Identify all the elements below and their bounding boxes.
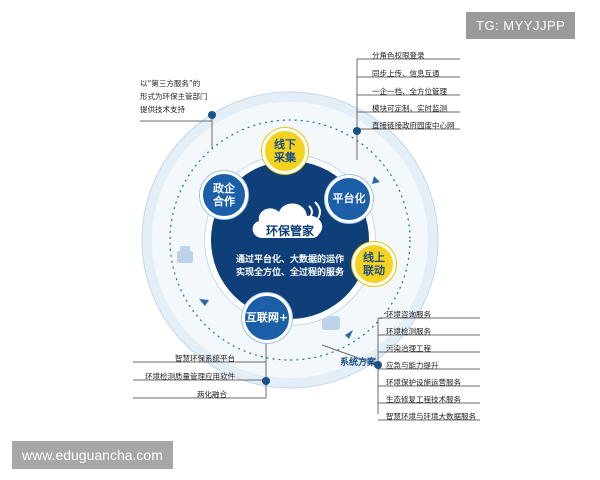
bullet-bottom-right bbox=[374, 361, 382, 369]
service-item: 智慧环境与环境大数据服务 bbox=[386, 412, 476, 421]
service-item: 环境检测服务 bbox=[386, 327, 431, 336]
platform-item: 智慧环保系统平台 bbox=[175, 354, 235, 363]
callout-top-left-1: 以“第三方服务”的 bbox=[140, 79, 201, 88]
feature-item: 分角色权限登录 bbox=[372, 51, 425, 60]
feature-item: 模块可定制、实时监测 bbox=[372, 104, 447, 113]
platform-item: 两化融合 bbox=[197, 390, 227, 399]
node-platform: 平台化 bbox=[325, 175, 373, 223]
feature-item: 同步上传、信息互通 bbox=[372, 69, 440, 78]
feature-item: 一企一档、全方位管理 bbox=[372, 87, 447, 96]
cloud-icon bbox=[252, 201, 323, 238]
bullet-top-left bbox=[208, 111, 216, 119]
feature-item: 直接链接政府园废中心网 bbox=[372, 121, 455, 130]
node-online-linkage: 线上 联动 bbox=[352, 242, 396, 286]
bullet-bottom-left bbox=[262, 377, 270, 385]
system-label: 系统方案 bbox=[340, 358, 377, 368]
node-offline-collection: 线下 采集 bbox=[262, 128, 308, 174]
watermark-website: www.eduguancha.com bbox=[12, 441, 173, 469]
center-line-1: 通过平台化、大数据的运作 bbox=[235, 255, 344, 265]
center-line-2: 实现全方位、全过程的服务 bbox=[235, 268, 344, 278]
callout-top-left-2: 形式为环保主管部门 bbox=[140, 92, 208, 101]
node-gov-enterprise: 政企 合作 bbox=[200, 171, 248, 219]
service-item: 应急与能力提升 bbox=[386, 361, 439, 370]
watermark-tag: TG: MYYJJPP bbox=[466, 12, 576, 39]
bullet-top-right bbox=[353, 127, 361, 135]
platform-item: 环境检测质量管理应用软件 bbox=[145, 372, 235, 381]
service-item: 环境咨询服务 bbox=[386, 310, 431, 319]
center-title: 环保管家 bbox=[265, 224, 314, 238]
service-item: 环境保护设施运营服务 bbox=[386, 378, 461, 387]
callout-top-left-3: 提供技术支持 bbox=[140, 105, 185, 114]
service-item: 生态修复工程技术服务 bbox=[386, 395, 461, 404]
node-internet-plus: 互联网+ bbox=[242, 293, 292, 343]
service-item: 污染治理工程 bbox=[386, 344, 431, 353]
